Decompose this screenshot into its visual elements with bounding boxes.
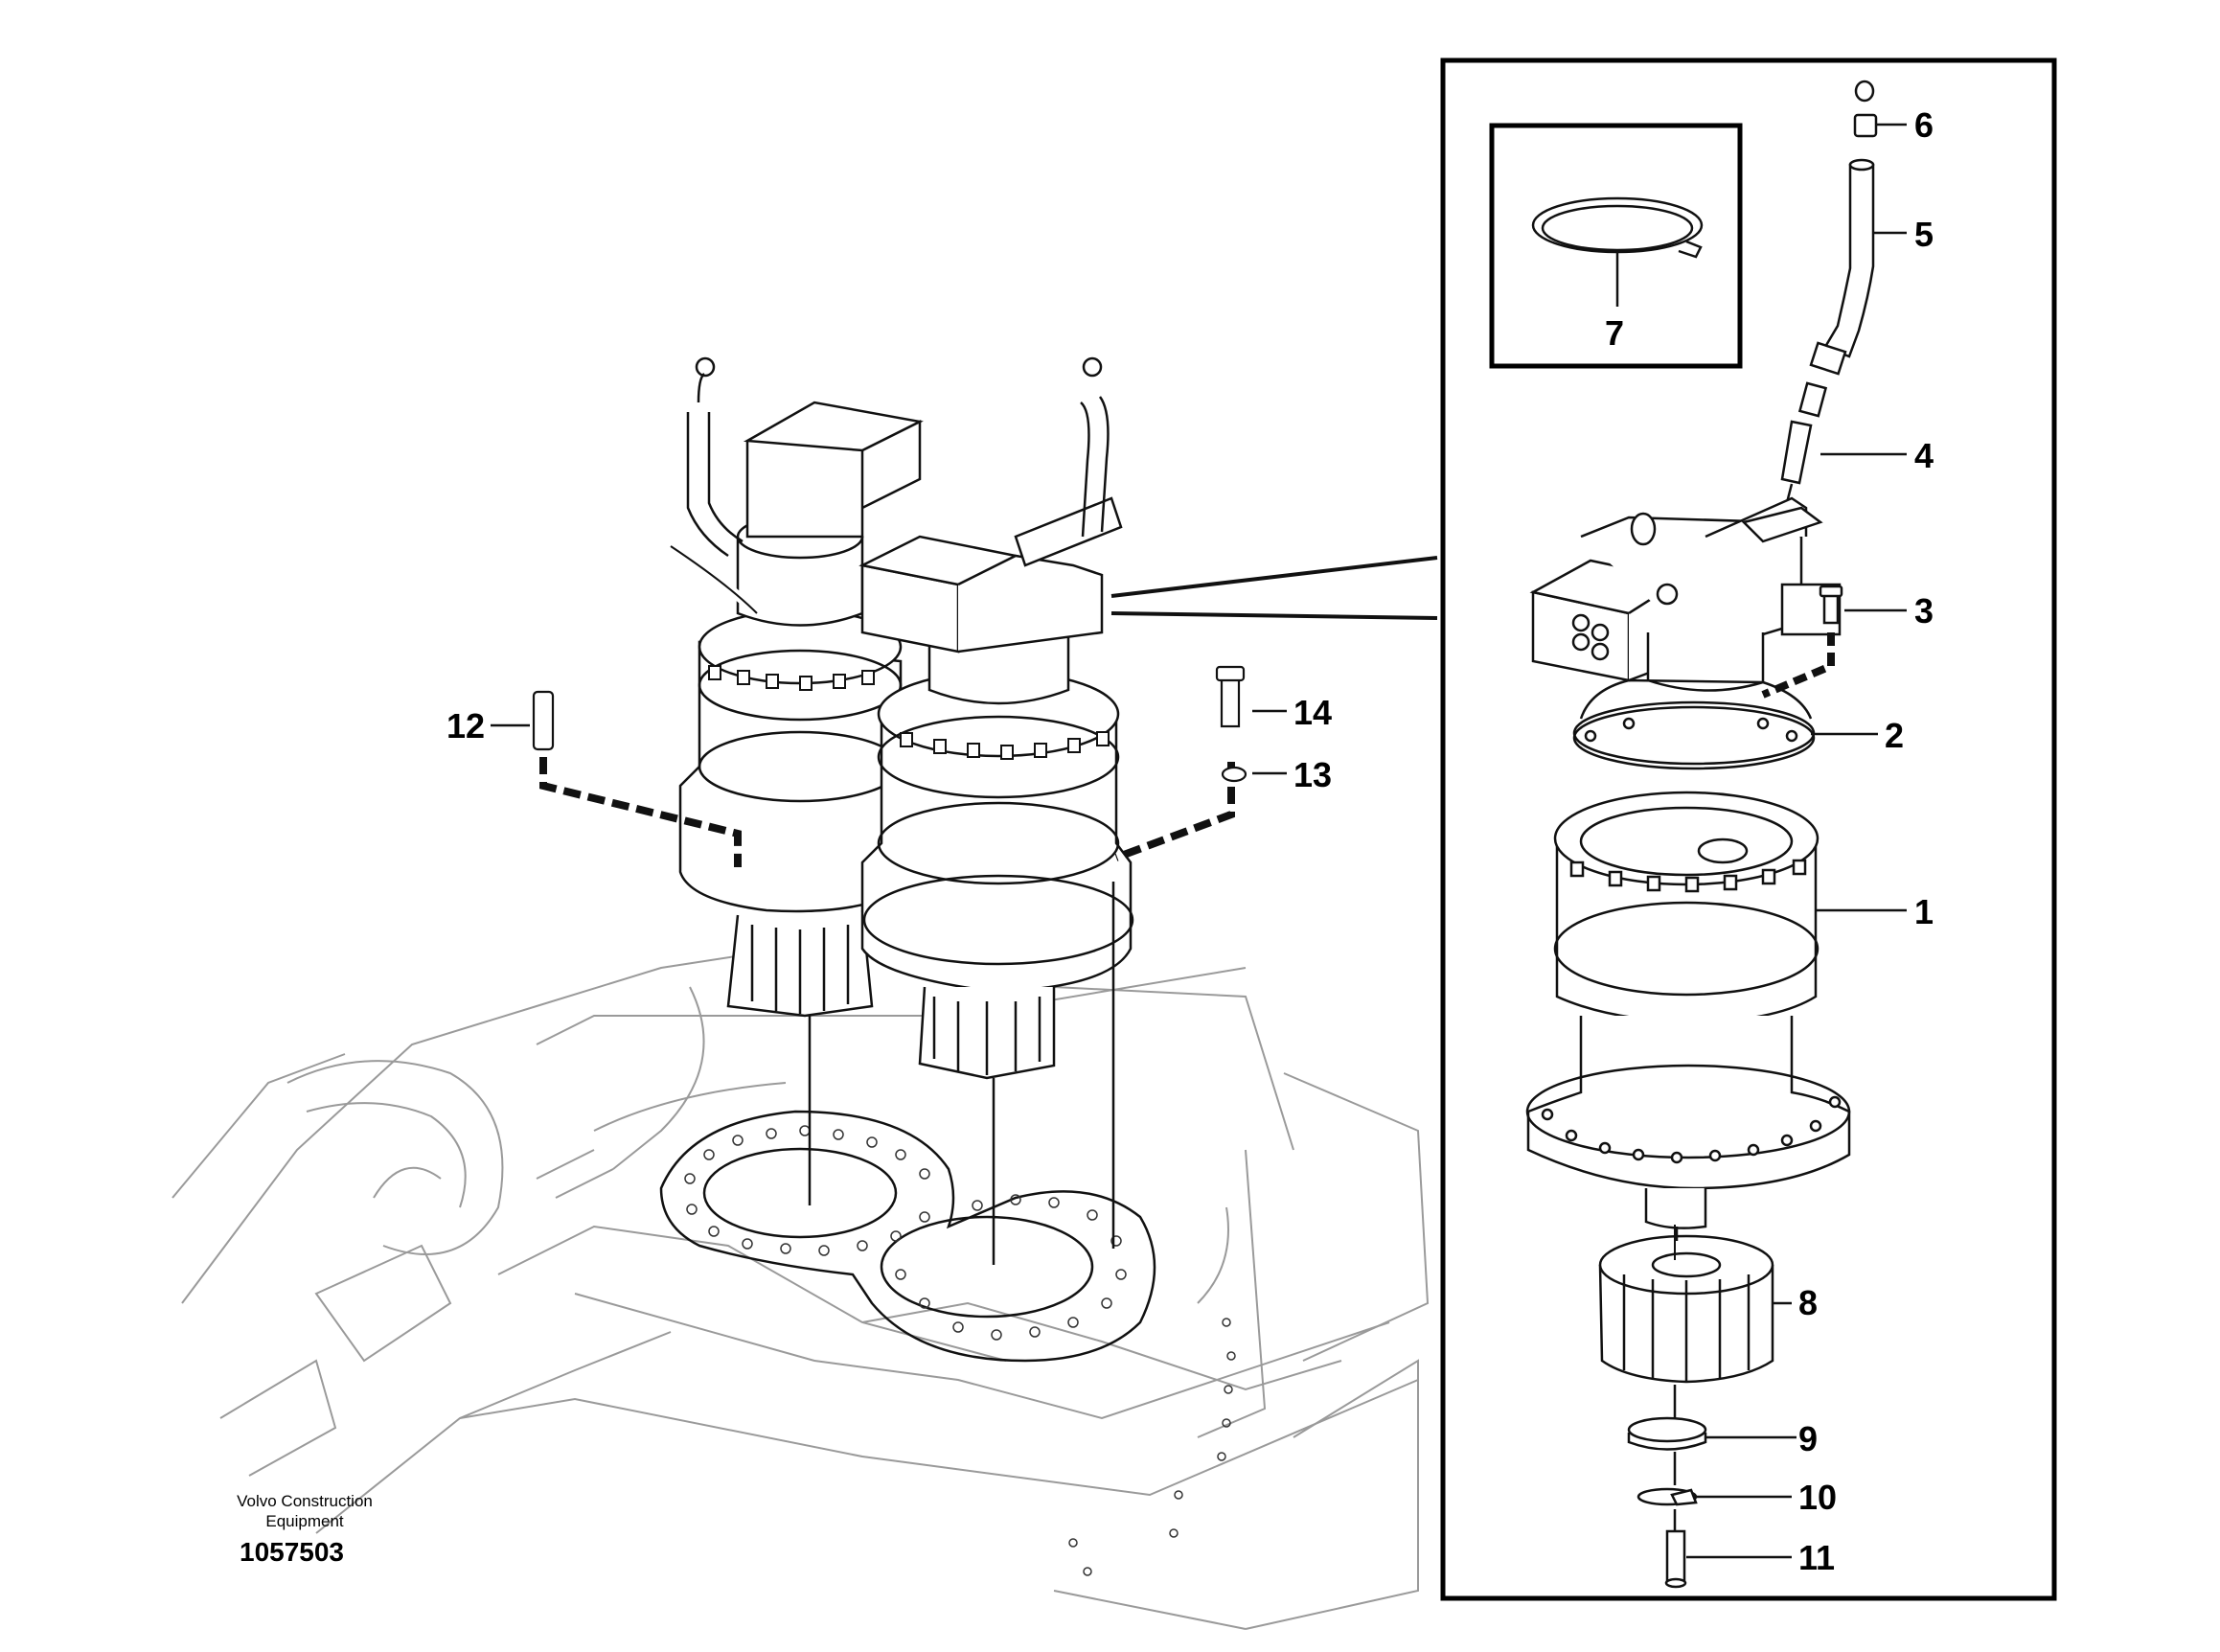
detail-box: [1440, 57, 2057, 1601]
swing-motor-right: [858, 496, 1134, 1080]
callout-3: 3: [1914, 591, 1934, 631]
cap-6: [1853, 80, 1878, 138]
company-line-1: Volvo Construction: [237, 1492, 373, 1510]
plate-9: [1627, 1385, 1707, 1451]
bolt-11: [1664, 1509, 1687, 1589]
washer-10: [1636, 1452, 1698, 1506]
company-line-2: Equipment: [265, 1512, 344, 1530]
zoom-connector: [1110, 556, 1438, 620]
screw-3: [1819, 585, 1843, 625]
inset-box-ring: [1489, 123, 1743, 369]
document-number: 1057503: [240, 1537, 345, 1567]
hose-5: [1809, 158, 1875, 376]
callout-10: 10: [1798, 1478, 1838, 1517]
motor-bolts: [708, 665, 1110, 760]
callout-7: 7: [1605, 313, 1625, 353]
motor-block-detail: [1529, 496, 1842, 692]
callout-12: 12: [446, 706, 486, 746]
hose-right: [1080, 356, 1110, 538]
pinion-8: [1598, 1227, 1774, 1384]
flange-2: [1572, 678, 1816, 770]
mounting-plate: [659, 1110, 1156, 1363]
callout-1: 1: [1914, 892, 1934, 931]
company-caption: Volvo Construction Equipment: [209, 1491, 401, 1531]
retaining-ring-7: [1531, 196, 1704, 307]
callout-2: 2: [1885, 716, 1905, 755]
callout-6: 6: [1914, 105, 1934, 145]
mounting-plate-bolt-holes: [684, 1125, 1236, 1576]
left-fasteners: [532, 665, 1247, 783]
detail-leader-lines: [1686, 123, 1907, 1559]
callout-9: 9: [1798, 1419, 1819, 1458]
callout-14: 14: [1293, 693, 1333, 732]
callout-4: 4: [1914, 436, 1934, 475]
callout-8: 8: [1798, 1283, 1819, 1322]
callout-13: 13: [1293, 755, 1333, 794]
detail-dashed-path: [1761, 632, 1835, 699]
left-dashed-paths: [539, 757, 1235, 867]
left-leader-lines: [491, 709, 1287, 1265]
upper-frame-outline: [172, 948, 1430, 1630]
callout-11: 11: [1798, 1538, 1836, 1577]
gearbox-1: [1525, 791, 1851, 1229]
hose-left-1: [686, 356, 744, 558]
callout-5: 5: [1914, 215, 1934, 254]
